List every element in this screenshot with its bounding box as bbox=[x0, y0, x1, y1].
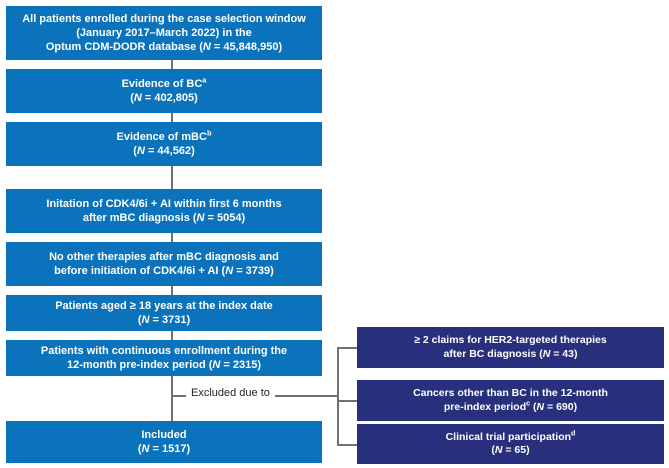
flow-box-continuous-enrollment: Patients with continuous enrollment duri… bbox=[6, 340, 322, 376]
flow-box-cdk-initiation: Initation of CDK4/6i + AI within first 6… bbox=[6, 189, 322, 233]
her2-claims-line-2: after BC diagnosis (N = 43) bbox=[443, 347, 578, 360]
exclusion-box-her2-claims: ≥ 2 claims for HER2-targeted therapies a… bbox=[357, 327, 664, 368]
age-18-line-1: Patients aged ≥ 18 years at the index da… bbox=[55, 299, 273, 312]
flow-box-no-other-therapies: No other therapies after mBC diagnosis a… bbox=[6, 242, 322, 286]
footnote-marker-b: b bbox=[206, 128, 212, 138]
excluded-due-to-label: Excluded due to bbox=[186, 387, 275, 399]
enrolled-line-1: All patients enrolled during the case se… bbox=[22, 12, 306, 25]
exclusion-box-clinical-trial: Clinical trial participationd (N = 65) bbox=[357, 424, 664, 464]
footnote-marker-d: d bbox=[571, 429, 576, 438]
exclusion-box-other-cancers: Cancers other than BC in the 12-month pr… bbox=[357, 380, 664, 421]
footnote-marker-c: c bbox=[526, 399, 531, 407]
continuous-enrollment-line-2: 12-month pre-index period (N = 2315) bbox=[66, 359, 262, 371]
included-line-2: (N = 1517) bbox=[137, 443, 191, 455]
clinical-trial-line-1: Clinical trial participationd bbox=[445, 429, 576, 443]
no-other-therapies-line-1: No other therapies after mBC diagnosis a… bbox=[49, 250, 279, 263]
evidence-bc-line-2: (N = 402,805) bbox=[130, 92, 198, 104]
connector-no-other-to-age bbox=[171, 286, 173, 295]
other-cancers-line-1: Cancers other than BC in the 12-month bbox=[413, 387, 608, 400]
bracket-branch-her2 bbox=[337, 347, 358, 349]
flow-box-age-18: Patients aged ≥ 18 years at the index da… bbox=[6, 295, 322, 331]
evidence-bc-line-1: Evidence of BCa bbox=[121, 75, 207, 90]
evidence-mbc-line-1: Evidence of mBCb bbox=[116, 128, 212, 143]
enrolled-line-3: Optum CDM-DODR database (N = 45,848,950) bbox=[45, 41, 283, 54]
bracket-branch-trial bbox=[337, 444, 358, 446]
footnote-marker-a: a bbox=[202, 75, 207, 85]
her2-claims-line-1: ≥ 2 claims for HER2-targeted therapies bbox=[414, 334, 607, 347]
no-other-therapies-line-2: before initiation of CDK4/6i + AI (N = 3… bbox=[54, 265, 274, 277]
flow-box-included: Included (N = 1517) bbox=[6, 421, 322, 463]
connector-bc-to-mbc bbox=[171, 113, 173, 122]
flow-box-evidence-mbc: Evidence of mBCb (N = 44,562) bbox=[6, 122, 322, 166]
flow-box-enrolled: All patients enrolled during the case se… bbox=[6, 6, 322, 60]
other-cancers-line-2: pre-index periodc (N = 690) bbox=[443, 399, 578, 413]
age-18-line-2: (N = 3731) bbox=[137, 314, 191, 326]
bracket-spine-vertical bbox=[337, 347, 339, 445]
evidence-mbc-line-2: (N = 44,562) bbox=[133, 145, 195, 157]
cdk-initiation-line-1: Initation of CDK4/6i + AI within first 6… bbox=[46, 197, 282, 210]
connector-age-to-enrollment bbox=[171, 331, 173, 340]
enrolled-line-2: (January 2017–March 2022) in the bbox=[76, 26, 252, 39]
bracket-branch-cancers bbox=[337, 400, 358, 402]
connector-cdk-to-no-other-therapies bbox=[171, 233, 173, 242]
connector-mbc-to-cdk bbox=[171, 166, 173, 189]
clinical-trial-line-2: (N = 65) bbox=[491, 444, 530, 456]
connector-enrolled-to-bc bbox=[171, 60, 173, 69]
cdk-initiation-line-2: after mBC diagnosis (N = 5054) bbox=[82, 212, 246, 224]
connector-enrollment-to-included bbox=[171, 376, 173, 421]
flow-box-evidence-bc: Evidence of BCa (N = 402,805) bbox=[6, 69, 322, 113]
included-line-1: Included bbox=[141, 428, 187, 441]
continuous-enrollment-line-1: Patients with continuous enrollment duri… bbox=[40, 344, 288, 357]
